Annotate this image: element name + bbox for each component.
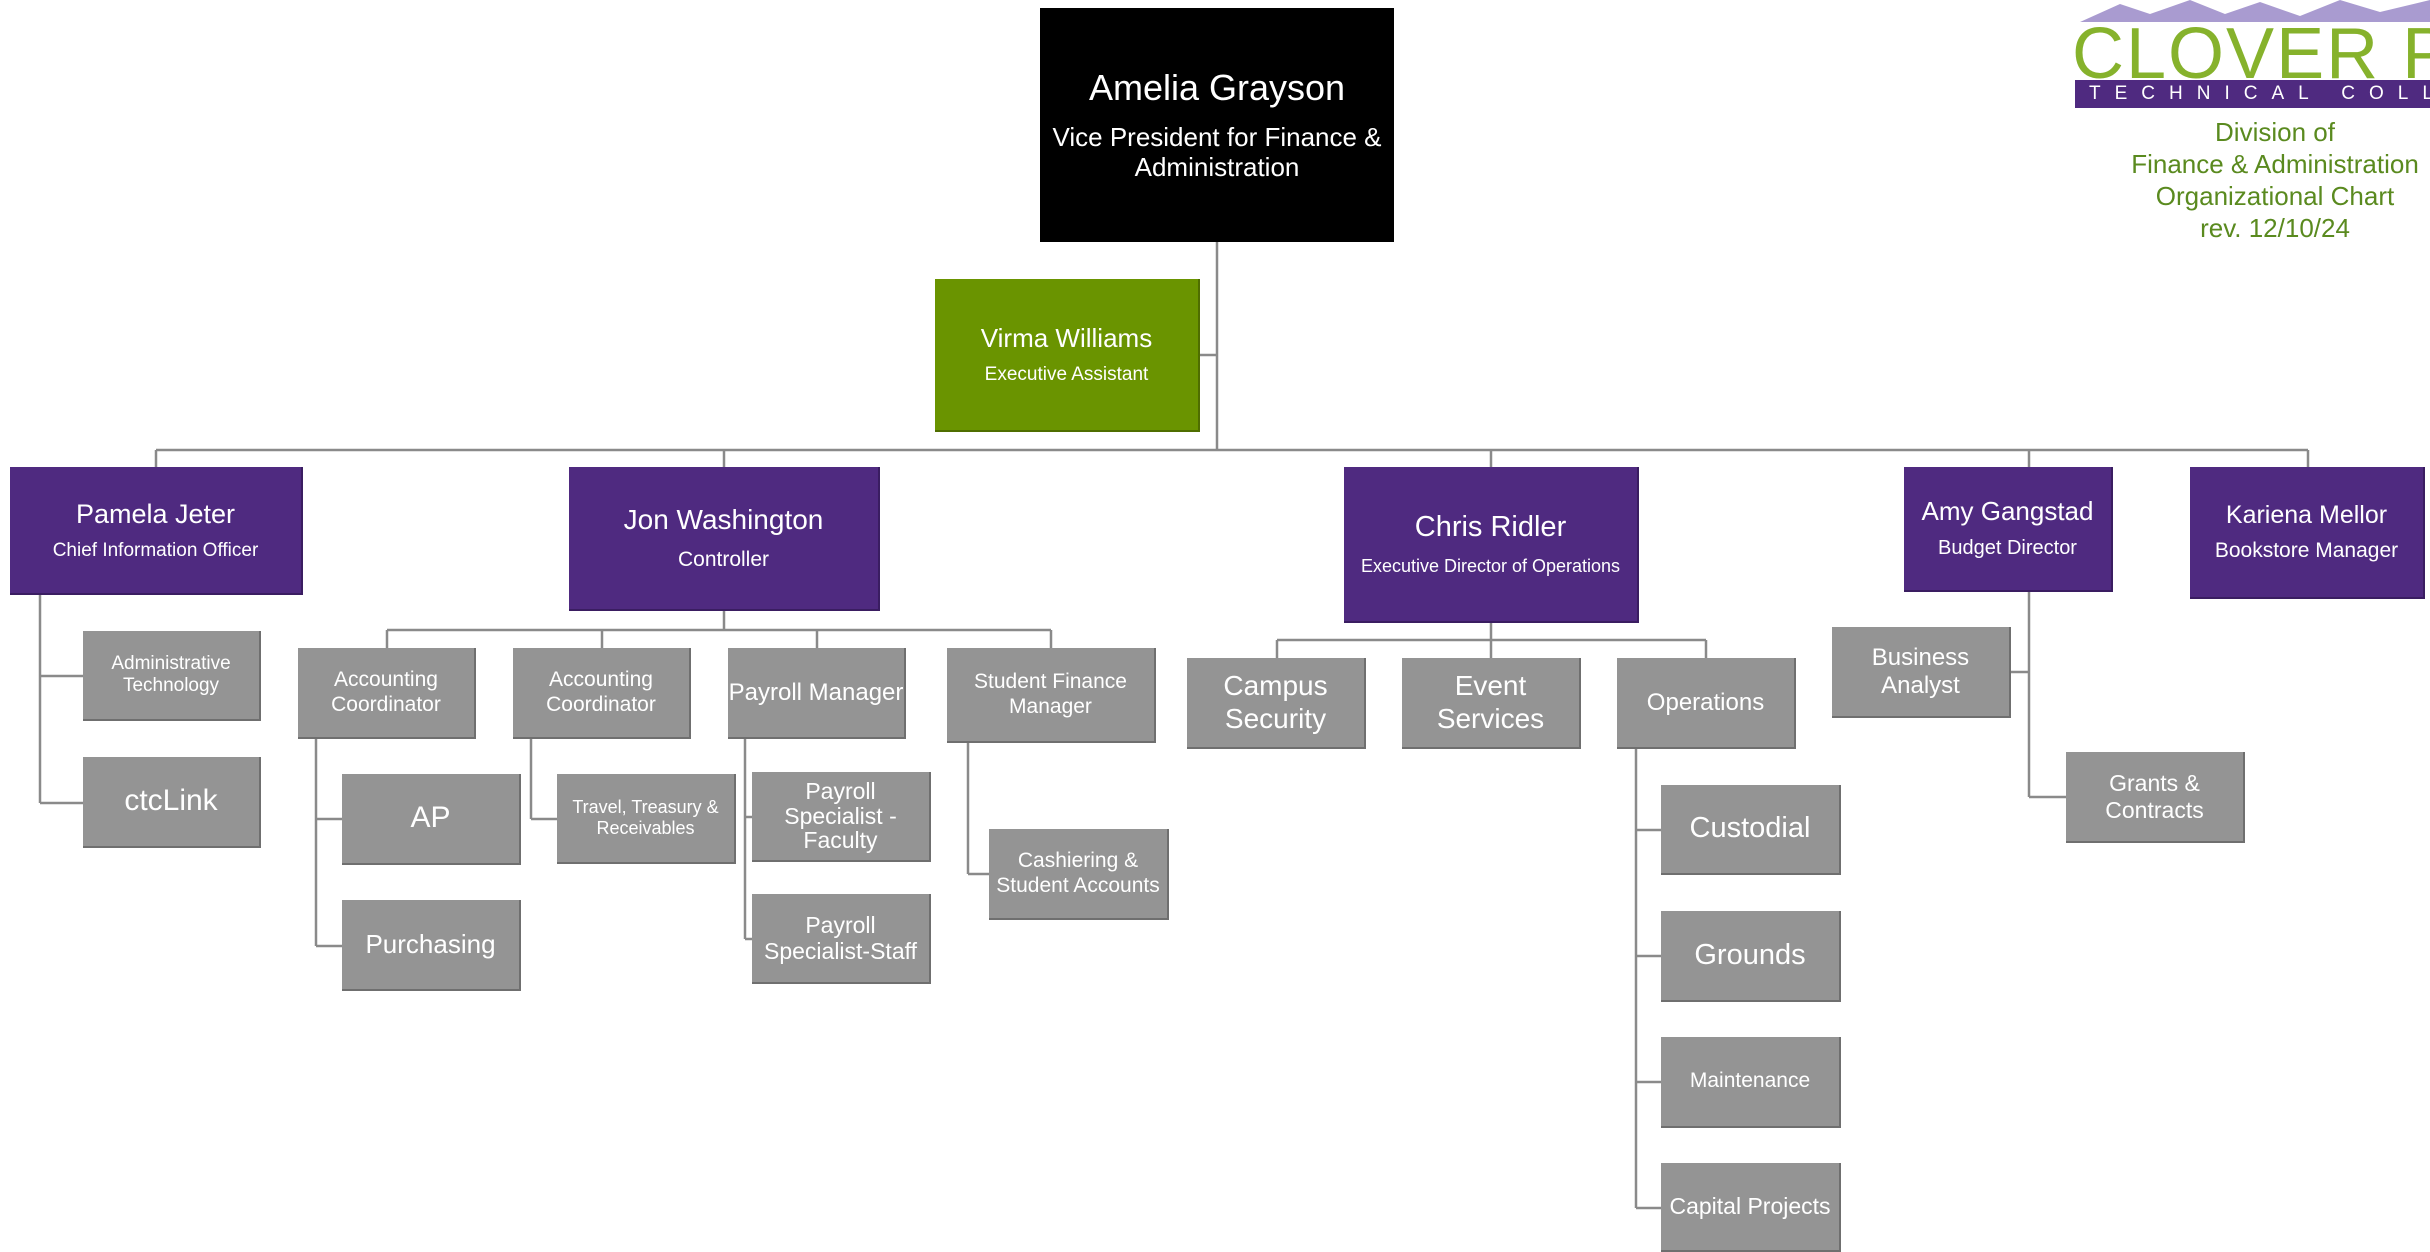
unit-label: Custodial <box>1689 812 1811 845</box>
unit-label: Cashiering & <box>1017 849 1139 873</box>
person-title: Chief Information Officer <box>52 539 259 561</box>
unit-label: Operations <box>1646 688 1765 716</box>
unit-student-finance-manager: Student Finance Manager <box>947 648 1156 743</box>
person-title: Bookstore Manager <box>2214 539 2399 563</box>
unit-label: Maintenance <box>1689 1069 1811 1093</box>
chart-caption: Division of Finance & Administration Org… <box>2100 116 2430 244</box>
unit-label: Student Accounts <box>996 873 1160 897</box>
mountain-logo-graphic <box>2080 0 2430 22</box>
unit-event-services: Event Services <box>1402 658 1581 749</box>
unit-label: Payroll <box>805 911 876 938</box>
unit-payroll-manager: Payroll Manager <box>728 648 906 739</box>
assistant-box: Virma Williams Executive Assistant <box>935 279 1200 432</box>
unit-label: Analyst <box>1881 671 1960 699</box>
unit-capital-projects: Capital Projects <box>1661 1163 1841 1252</box>
unit-label: Grants & <box>2109 770 2200 797</box>
person-name: Chris Ridler <box>1414 510 1567 543</box>
college-logo: CLOVER PARK TECHNICAL COLLEGE <box>2060 0 2430 110</box>
unit-label: Purchasing <box>365 928 496 959</box>
unit-label: Capital Projects <box>1669 1193 1831 1220</box>
unit-label: Student Finance <box>974 670 1127 694</box>
unit-travel-treasury-receivables: Travel, Treasury & Receivables <box>557 774 736 864</box>
unit-label: Technology <box>122 675 220 696</box>
unit-accounting-coordinator: Accounting Coordinator <box>513 648 691 739</box>
unit-operations: Operations <box>1617 658 1796 749</box>
logo-wordmark: CLOVER PARK <box>2072 14 2430 94</box>
unit-label: Services <box>1436 702 1545 734</box>
unit-ctclink: ctcLink <box>83 757 261 848</box>
person-name: Amy Gangstad <box>1921 496 2094 527</box>
bookstore-manager-box: Kariena Mellor Bookstore Manager <box>2190 467 2425 599</box>
unit-label: Security <box>1224 702 1327 734</box>
caption-line: Division of <box>2215 117 2335 147</box>
unit-label: Specialist - <box>784 802 897 829</box>
unit-label: Travel, Treasury & <box>572 797 719 818</box>
logo-tagline: TECHNICAL COLLEGE <box>2075 80 2430 108</box>
cio-box: Pamela Jeter Chief Information Officer <box>10 467 303 595</box>
unit-label: Receivables <box>596 818 695 838</box>
person-title: Administration <box>1134 151 1300 182</box>
person-name: Jon Washington <box>623 503 824 535</box>
unit-label: Event <box>1454 670 1527 702</box>
unit-label: Contracts <box>2105 796 2204 823</box>
budget-director-box: Amy Gangstad Budget Director <box>1904 467 2113 592</box>
unit-label: Faculty <box>803 827 878 854</box>
unit-label: Accounting <box>334 668 438 692</box>
unit-label: ctcLink <box>124 784 218 818</box>
person-name: Amelia Grayson <box>1088 67 1346 109</box>
person-title: Controller <box>677 548 770 572</box>
caption-line: Finance & Administration <box>2131 149 2419 179</box>
controller-box: Jon Washington Controller <box>569 467 880 611</box>
unit-payroll-specialist-faculty: Payroll Specialist - Faculty <box>752 772 931 862</box>
person-title: Executive Director of Operations <box>1360 556 1621 577</box>
caption-line: rev. 12/10/24 <box>2200 213 2350 243</box>
unit-cashiering-student-accounts: Cashiering & Student Accounts <box>989 829 1169 920</box>
unit-label: Payroll <box>805 777 876 804</box>
caption-line: Organizational Chart <box>2155 181 2395 211</box>
unit-grounds: Grounds <box>1661 911 1841 1002</box>
vp-box: Amelia Grayson Vice President for Financ… <box>1040 8 1394 242</box>
operations-director-box: Chris Ridler Executive Director of Opera… <box>1344 467 1639 623</box>
unit-label: Specialist-Staff <box>764 938 917 964</box>
person-title: Budget Director <box>1938 536 2077 559</box>
unit-admin-technology: Administrative Technology <box>83 631 261 721</box>
unit-ap: AP <box>342 774 521 865</box>
unit-label: Campus <box>1223 670 1328 702</box>
unit-label: Business <box>1871 643 1970 671</box>
unit-label: Grounds <box>1694 938 1806 971</box>
unit-purchasing: Purchasing <box>342 900 521 991</box>
unit-business-analyst: Business Analyst <box>1832 627 2011 718</box>
unit-maintenance: Maintenance <box>1661 1037 1841 1128</box>
unit-grants-contracts: Grants & Contracts <box>2066 752 2245 843</box>
unit-accounting-coordinator: Accounting Coordinator <box>298 648 476 739</box>
unit-label: Coordinator <box>546 692 656 716</box>
unit-campus-security: Campus Security <box>1187 658 1366 749</box>
unit-label: Accounting <box>549 668 653 692</box>
unit-label: Payroll Manager <box>728 678 904 706</box>
unit-label: Administrative <box>111 653 231 675</box>
unit-label: Coordinator <box>331 692 441 716</box>
person-name: Kariena Mellor <box>2225 500 2388 529</box>
unit-label: Manager <box>1009 694 1092 718</box>
person-title: Vice President for Finance & <box>1052 121 1382 152</box>
unit-payroll-specialist-staff: Payroll Specialist-Staff <box>752 894 931 984</box>
person-name: Virma Williams <box>980 322 1153 353</box>
unit-label: AP <box>410 801 451 835</box>
person-title: Executive Assistant <box>984 363 1149 385</box>
unit-custodial: Custodial <box>1661 785 1841 875</box>
person-name: Pamela Jeter <box>75 498 236 529</box>
